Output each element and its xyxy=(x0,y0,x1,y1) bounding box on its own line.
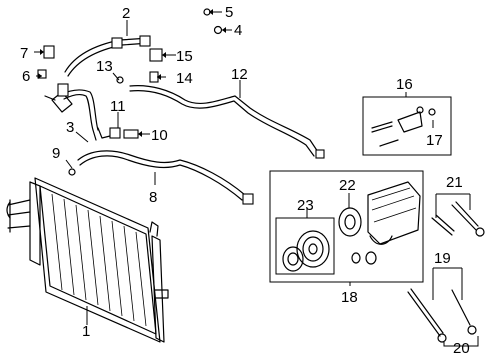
callout-23: 23 xyxy=(297,197,314,214)
compressor xyxy=(338,181,421,265)
valve-core xyxy=(149,71,159,83)
callout-12: 12 xyxy=(231,66,248,83)
lower-liquid-line xyxy=(77,150,254,205)
callout-7: 7 xyxy=(20,45,28,62)
callout-18: 18 xyxy=(341,289,358,306)
callout-14: 14 xyxy=(176,70,193,87)
callout-6: 6 xyxy=(22,68,30,85)
callout-labels: 1 2 3 4 5 6 7 8 9 10 11 12 13 14 15 16 1… xyxy=(20,4,470,357)
callout-16: 16 xyxy=(396,76,413,93)
callout-5: 5 xyxy=(225,4,233,21)
callout-3: 3 xyxy=(66,119,74,136)
callout-21: 21 xyxy=(446,174,463,191)
condenser xyxy=(6,177,169,343)
bracket-kit-box xyxy=(362,96,452,156)
switch xyxy=(123,129,139,139)
clutch-pulley xyxy=(282,230,330,272)
compressor-kit-box xyxy=(269,170,424,283)
callout-2: 2 xyxy=(122,5,130,22)
callout-1: 1 xyxy=(82,323,90,340)
callout-9: 9 xyxy=(52,145,60,162)
mounting-bolts xyxy=(407,201,485,343)
callout-13: 13 xyxy=(96,58,113,75)
clip-fitting xyxy=(43,45,55,59)
o-ring-9 xyxy=(68,168,76,176)
suction-discharge-hose-assembly xyxy=(44,35,151,141)
callout-17: 17 xyxy=(426,132,443,149)
callout-11: 11 xyxy=(110,98,126,115)
callout-10: 10 xyxy=(151,127,168,144)
liquid-line xyxy=(129,85,325,159)
callout-8: 8 xyxy=(149,189,157,206)
callout-15: 15 xyxy=(176,48,193,65)
bracket-parts xyxy=(371,106,436,147)
valve-cap xyxy=(149,48,163,62)
callout-19: 19 xyxy=(434,250,451,267)
sensor xyxy=(109,127,121,139)
clutch-kit-box xyxy=(275,217,335,275)
callout-4: 4 xyxy=(234,22,242,39)
arrow-heads xyxy=(38,9,226,137)
callout-20: 20 xyxy=(453,340,470,357)
callout-22: 22 xyxy=(339,177,356,194)
